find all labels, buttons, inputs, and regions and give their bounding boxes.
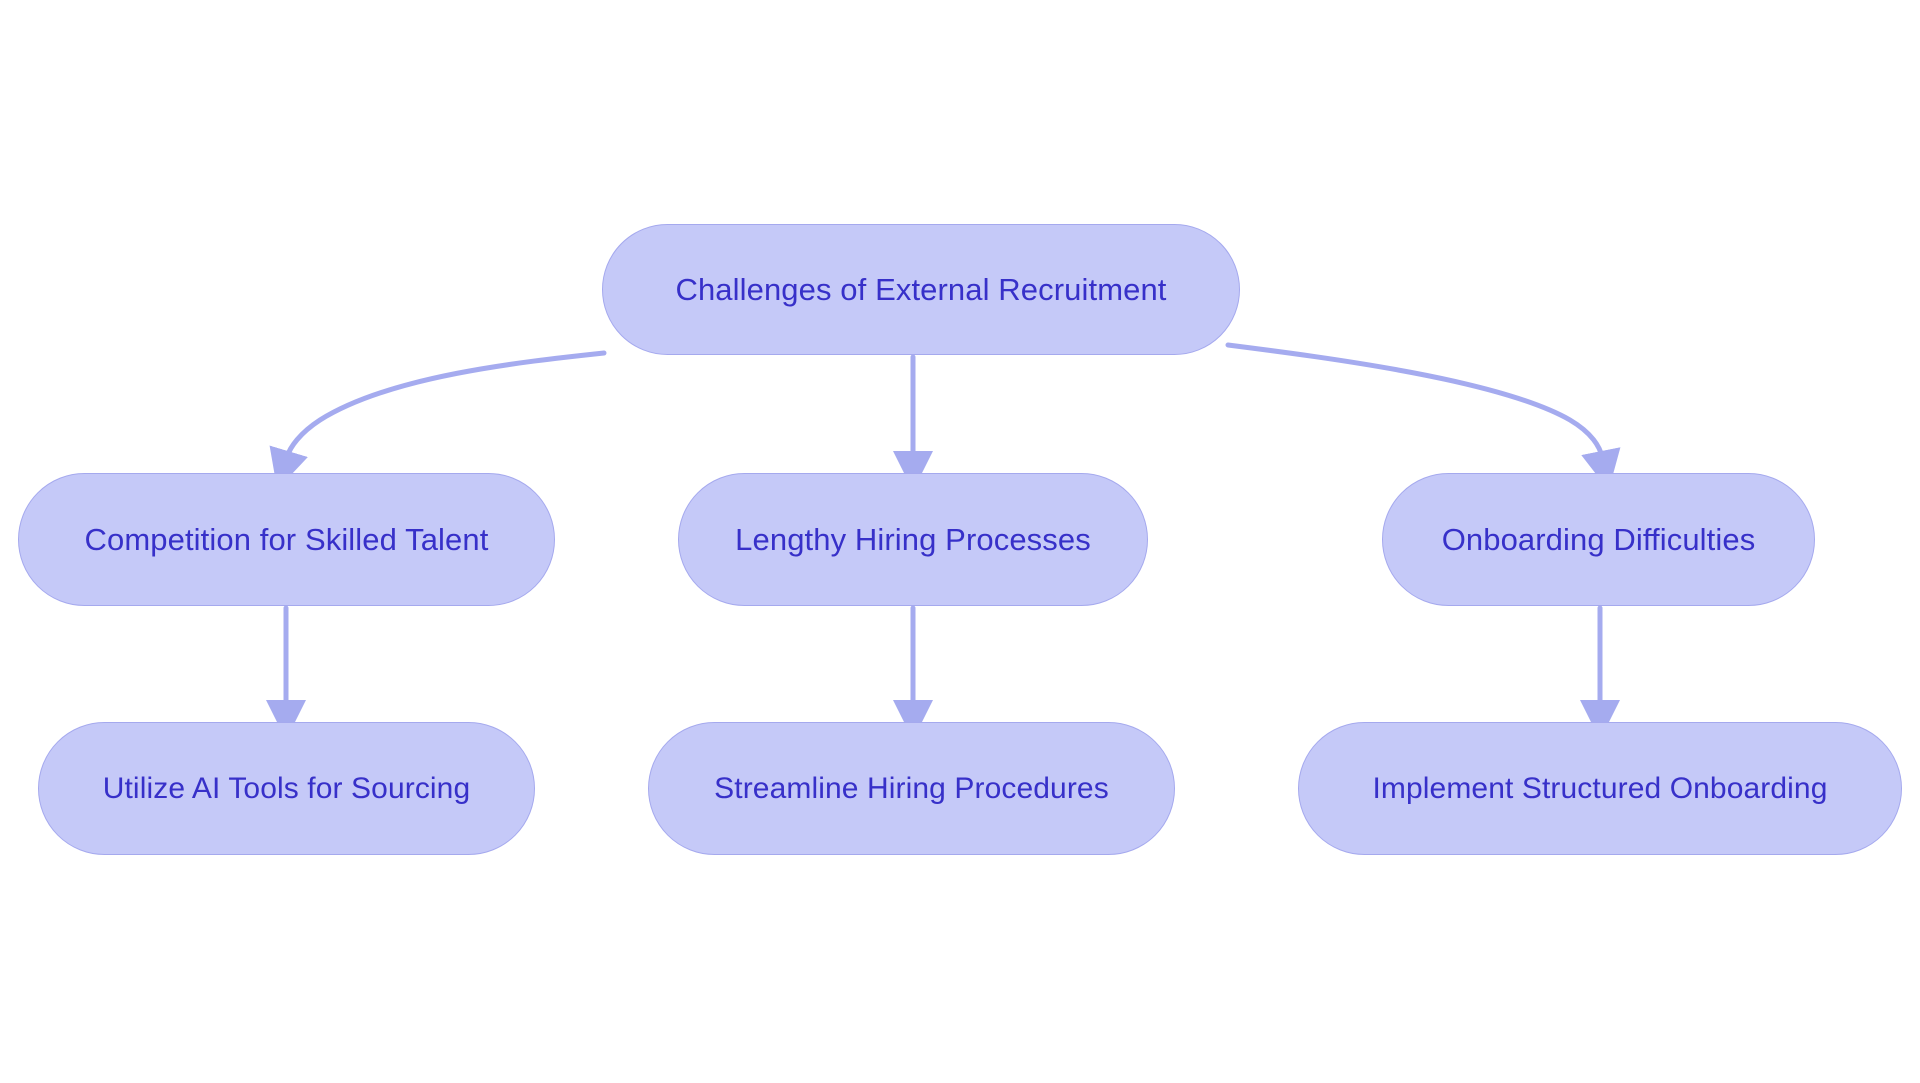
node-label: Onboarding Difficulties bbox=[1441, 522, 1756, 557]
node-challenges-of-external-recruitment[interactable]: Challenges of External Recruitment bbox=[602, 224, 1240, 355]
node-utilize-ai-tools-for-sourcing[interactable]: Utilize AI Tools for Sourcing bbox=[38, 722, 535, 855]
node-competition-for-skilled-talent[interactable]: Competition for Skilled Talent bbox=[18, 473, 555, 606]
node-implement-structured-onboarding[interactable]: Implement Structured Onboarding bbox=[1298, 722, 1902, 855]
node-label: Competition for Skilled Talent bbox=[84, 522, 489, 557]
node-label: Streamline Hiring Procedures bbox=[714, 771, 1109, 805]
node-onboarding-difficulties[interactable]: Onboarding Difficulties bbox=[1382, 473, 1815, 606]
node-label: Lengthy Hiring Processes bbox=[735, 522, 1091, 557]
node-label: Implement Structured Onboarding bbox=[1372, 771, 1828, 805]
node-label: Challenges of External Recruitment bbox=[675, 272, 1167, 307]
node-streamline-hiring-procedures[interactable]: Streamline Hiring Procedures bbox=[648, 722, 1175, 855]
node-label: Utilize AI Tools for Sourcing bbox=[102, 771, 471, 805]
edge-root-to-onboarding bbox=[1225, 342, 1621, 491]
edge-root-to-competition bbox=[269, 350, 607, 490]
node-lengthy-hiring-processes[interactable]: Lengthy Hiring Processes bbox=[678, 473, 1148, 606]
